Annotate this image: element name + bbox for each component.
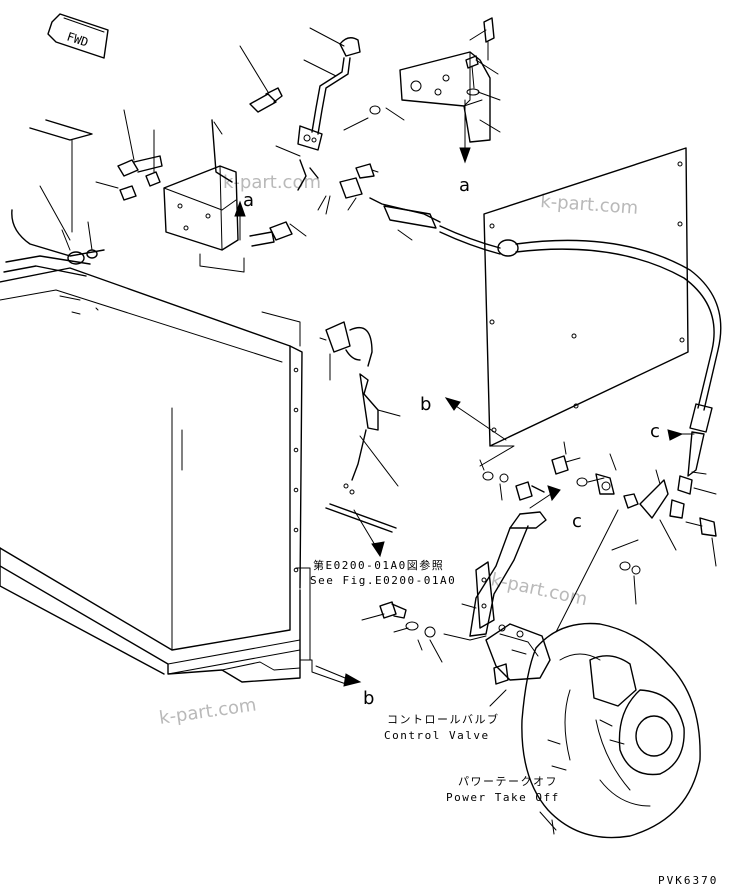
bolt-upper-left	[239, 45, 283, 113]
fwd-label: FWD	[65, 30, 90, 50]
see-fig-caption-jp: 第E0200-01A0図参照	[313, 558, 444, 572]
hood-body	[0, 119, 347, 685]
ref-letter-b-lower: b	[363, 688, 374, 709]
ref-letter-a-left: a	[243, 190, 254, 211]
lever-bracket	[443, 511, 547, 641]
ref-letter-c-lower: c	[572, 511, 582, 532]
knob-and-rod	[275, 27, 361, 191]
control-valve-caption-en: Control Valve	[384, 729, 490, 742]
drawing-code: PVK6370	[658, 874, 718, 887]
pto-linkage	[479, 441, 717, 633]
watermark-1: k-part.com	[223, 172, 321, 193]
side-panel	[444, 147, 689, 467]
ref-letter-a-top: a	[459, 175, 470, 196]
watermark-2: k-part.com	[540, 191, 639, 219]
switch-harness	[319, 321, 401, 558]
rivet-column	[293, 367, 299, 573]
watermark-4: k-part.com	[158, 695, 258, 729]
mount-bracket-top	[399, 17, 501, 164]
control-valve-icon	[485, 623, 551, 707]
fwd-arrow-icon: FWD	[47, 13, 109, 59]
see-fig-caption-en: See Fig.E0200-01A0	[310, 574, 456, 587]
ref-letter-c-right: c	[650, 421, 660, 442]
b-arrow-lower	[315, 665, 362, 687]
washer-set-upper	[317, 105, 405, 215]
power-take-off-caption-jp: パワーテークオフ	[458, 775, 558, 788]
control-valve-caption-jp: コントロールバルブ	[387, 712, 500, 726]
control-cable	[369, 197, 722, 495]
c-arrow-lower	[529, 485, 561, 509]
watermark-3: k-part.com	[489, 569, 589, 610]
power-take-off-caption-en: Power Take Off	[446, 791, 560, 804]
valve-bolt-set	[361, 601, 443, 663]
power-take-off-icon	[521, 622, 701, 839]
left-mount-bracket	[95, 109, 307, 273]
ref-letter-b-upper: b	[420, 394, 431, 415]
